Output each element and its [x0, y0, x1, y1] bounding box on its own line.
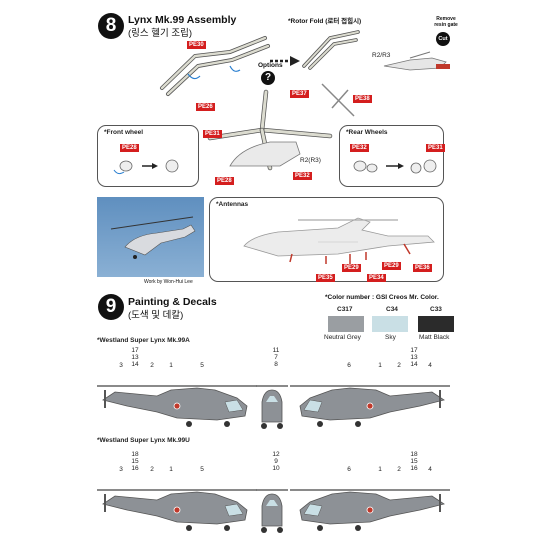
remove-gate-label: Remove resin gate [434, 16, 458, 28]
variant-u-front-nums: 12 9 10 [272, 451, 280, 472]
color-note: *Color number : GSI Creos Mr. Color. [325, 294, 439, 301]
variant-a-front-nums: 11 7 8 [272, 347, 280, 368]
photo-credit: Work by Won-Hui Lee [144, 279, 193, 285]
rotor-head-detail [321, 83, 355, 117]
variant-a-right-num-1: 1 [378, 362, 382, 369]
variant-u-left-side-drawing [97, 489, 257, 531]
variant-u-left-num-2: 2 [150, 466, 154, 473]
step-9-badge: 9 [98, 294, 124, 320]
part-pe29-b: PE29 [382, 262, 401, 270]
color-name-1: Sky [385, 334, 396, 341]
part-pe32-main: PE32 [293, 172, 312, 180]
front-wheel-box: *Front wheel PE28 [97, 125, 199, 187]
color-name-2: Matt Black [419, 334, 450, 341]
rotor-fold-label: *Rotor Fold (로터 접힘시) [288, 18, 362, 25]
variant-u-left-num-1: 18 15 16 [131, 451, 139, 472]
variant-a-left-num-3: 1 [169, 362, 173, 369]
color-code-2: C33 [430, 306, 442, 313]
variant-a-title: *Westland Super Lynx Mk.99A [97, 337, 190, 344]
arrow-right-icon [270, 56, 300, 66]
swatch-sky [372, 316, 408, 332]
part-pe38: PE38 [353, 95, 372, 103]
variant-u-right-num-3: 18 15 16 [410, 451, 418, 472]
part-pe26: PE26 [196, 103, 215, 111]
variant-a-left-num-4: 5 [200, 362, 204, 369]
front-wheel-label: *Front wheel [104, 129, 144, 136]
variant-a-front-drawing [256, 385, 288, 429]
variant-u-title: *Westland Super Lynx Mk.99U [97, 437, 190, 444]
variant-u-front-drawing [256, 489, 288, 533]
reference-photo [97, 197, 204, 277]
main-rotor-drawing [207, 89, 333, 171]
part-pe37: PE37 [290, 90, 309, 98]
part-pe35: PE35 [316, 274, 335, 282]
variant-a-left-num-1: 17 13 14 [131, 347, 139, 368]
variant-a-right-num-4: 4 [428, 362, 432, 369]
variant-u-right-side-drawing [290, 489, 450, 531]
step-9-title: Painting & Decals [128, 296, 217, 308]
part-pe31-main: PE31 [203, 130, 222, 138]
variant-a-left-num-0: 3 [119, 362, 123, 369]
part-pe29-a: PE29 [342, 264, 361, 272]
r2r3-label-top: R2/R3 [372, 52, 391, 59]
variant-u-left-num-0: 3 [119, 466, 123, 473]
rear-wheels-box: *Rear Wheels PE32 PE31 [339, 125, 445, 187]
step-8-title: Lynx Mk.99 Assembly [128, 14, 237, 26]
step-8-title-ko: (링스 헬기 조립) [128, 28, 193, 39]
variant-a-right-num-2: 2 [397, 362, 401, 369]
color-code-1: C34 [386, 306, 398, 313]
options-label: Options [258, 62, 283, 69]
variant-a-left-side-drawing [97, 385, 257, 427]
rotor-fold-drawing [302, 30, 360, 70]
rotor-blades-folded-drawing [160, 36, 270, 96]
part-pe30: PE30 [187, 41, 206, 49]
part-pe32-rear: PE32 [350, 144, 369, 152]
rear-wheels-label: *Rear Wheels [346, 129, 388, 136]
variant-u-left-num-4: 5 [200, 466, 204, 473]
photo-helicopter [110, 216, 196, 259]
variant-u-right-num-0: 6 [347, 466, 351, 473]
front-wheel-drawing [113, 159, 179, 175]
rear-wheels-drawing [353, 159, 437, 174]
part-pe28-main: PE28 [215, 177, 234, 185]
part-pe36: PE36 [413, 264, 432, 272]
variant-a-right-num-3: 17 13 14 [410, 347, 418, 368]
variant-u-right-num-1: 1 [378, 466, 382, 473]
variant-u-left-num-3: 1 [169, 466, 173, 473]
step-8-badge: 8 [98, 13, 124, 39]
r2r3-label-mid: R2(R3) [300, 157, 321, 164]
variant-u-right-num-4: 4 [428, 466, 432, 473]
variant-a-right-side-drawing [290, 385, 450, 427]
antennas-helicopter-drawing [243, 217, 435, 264]
helicopter-folded-drawing [383, 51, 450, 71]
part-pe34: PE34 [367, 274, 386, 282]
part-pe31-rear: PE31 [426, 144, 445, 152]
swatch-matt-black [418, 316, 454, 332]
variant-u-right-num-2: 2 [397, 466, 401, 473]
part-pe28-front: PE28 [120, 144, 139, 152]
antennas-label: *Antennas [216, 201, 249, 208]
swatch-neutral-grey [328, 316, 364, 332]
variant-a-right-num-0: 6 [347, 362, 351, 369]
cut-icon: Cut [436, 32, 450, 46]
color-name-0: Neutral Grey [324, 334, 361, 341]
question-icon: ? [261, 71, 275, 85]
step-9-title-ko: (도색 및 데칼) [128, 310, 184, 321]
color-code-0: C317 [337, 306, 353, 313]
variant-a-left-num-2: 2 [150, 362, 154, 369]
antennas-box: *Antennas PE35 PE29 PE34 PE29 PE36 [209, 197, 444, 282]
